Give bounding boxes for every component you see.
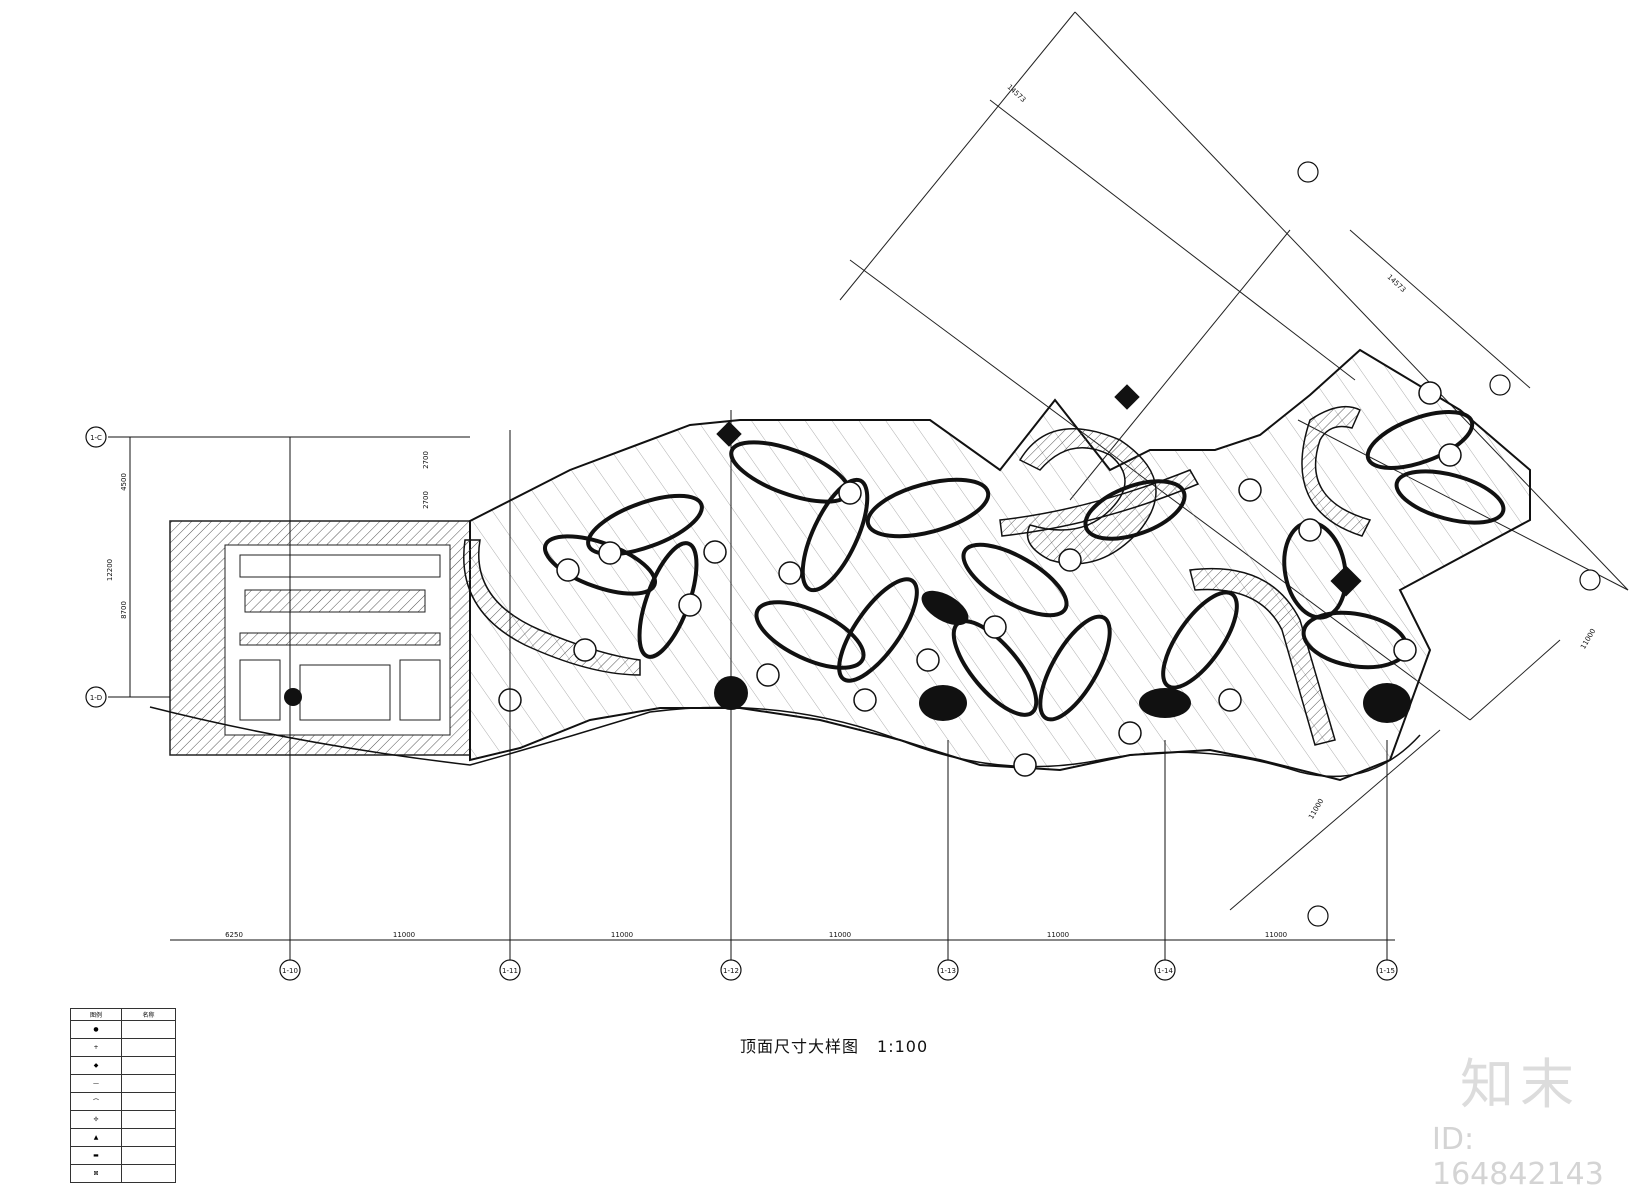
dim-left: 12200 — [106, 559, 114, 581]
dim-left-inner: 2700 — [422, 451, 430, 469]
legend-symbol-spot-icon: ◆ — [70, 1056, 122, 1075]
axis-label: 1-14 — [1157, 967, 1173, 975]
axis-label: 1-D — [90, 694, 102, 702]
dim-bottom: 11000 — [829, 931, 851, 939]
drawing-title: 顶面尺寸大样图 1:100 — [740, 1033, 928, 1057]
dim-left-inner: 2700 — [422, 491, 430, 509]
grid-axes — [108, 410, 1395, 960]
dim-bottom: 6250 — [225, 931, 243, 939]
legend-symbol-sensor-icon: ▲ — [70, 1128, 122, 1147]
legend-symbol-strip-icon: — — [70, 1074, 122, 1093]
dim-left: 8700 — [120, 601, 128, 619]
dim-bottom: 11000 — [1265, 931, 1287, 939]
axis-label: 1-13 — [940, 967, 956, 975]
axis-label: 1-11 — [502, 967, 518, 975]
axis-bubbles — [85, 161, 1601, 981]
dim-bottom: 11000 — [1047, 931, 1069, 939]
round-downlights — [498, 381, 1462, 777]
axis-label: 1-15 — [1379, 967, 1395, 975]
legend-symbol-fan-icon: ✢ — [70, 1110, 122, 1129]
dim-bottom: 11000 — [611, 931, 633, 939]
axis-label: 1-10 — [282, 967, 298, 975]
watermark-id: ID: 164842143 — [1432, 1122, 1604, 1192]
legend-header-name: 名称 — [121, 1008, 176, 1021]
axis-label: 1-12 — [723, 967, 739, 975]
dim-right: 11000 — [1307, 797, 1325, 820]
legend-symbol-pendant-icon: ● — [70, 1020, 122, 1039]
legend-header-symbol: 图例 — [70, 1008, 122, 1021]
ceiling-plan-drawing: 1-10 1-11 1-12 1-13 1-14 1-15 1-C 1-D 62… — [85, 11, 1629, 981]
dim-bottom: 11000 — [393, 931, 415, 939]
legend-symbol-track-icon: ▬ — [70, 1146, 122, 1165]
dim-diagonal: 14573 — [1385, 273, 1407, 294]
axis-bubble-labels: 1-10 1-11 1-12 1-13 1-14 1-15 1-C 1-D — [90, 434, 1395, 975]
legend-symbol-small-spot-icon: + — [70, 1038, 122, 1057]
axis-label: 1-C — [90, 434, 102, 442]
legend-symbol-downlight-icon: ⌒ — [70, 1092, 122, 1111]
legend-symbol-vent-icon: ⊠ — [70, 1164, 122, 1183]
drawing-title-text: 顶面尺寸大样图 — [740, 1037, 860, 1056]
dim-right: 11000 — [1579, 627, 1597, 650]
ceiling-outline — [149, 348, 1531, 782]
watermark-brand: 知末 — [1460, 1053, 1580, 1116]
legend-table: 图例 名称 ● + ◆ — ⌒ ✢ ▲ ▬ ⊠ — [70, 1008, 176, 1183]
dim-left: 4500 — [120, 473, 128, 491]
kitchen-block — [169, 520, 471, 756]
drawing-scale: 1:100 — [877, 1037, 929, 1056]
